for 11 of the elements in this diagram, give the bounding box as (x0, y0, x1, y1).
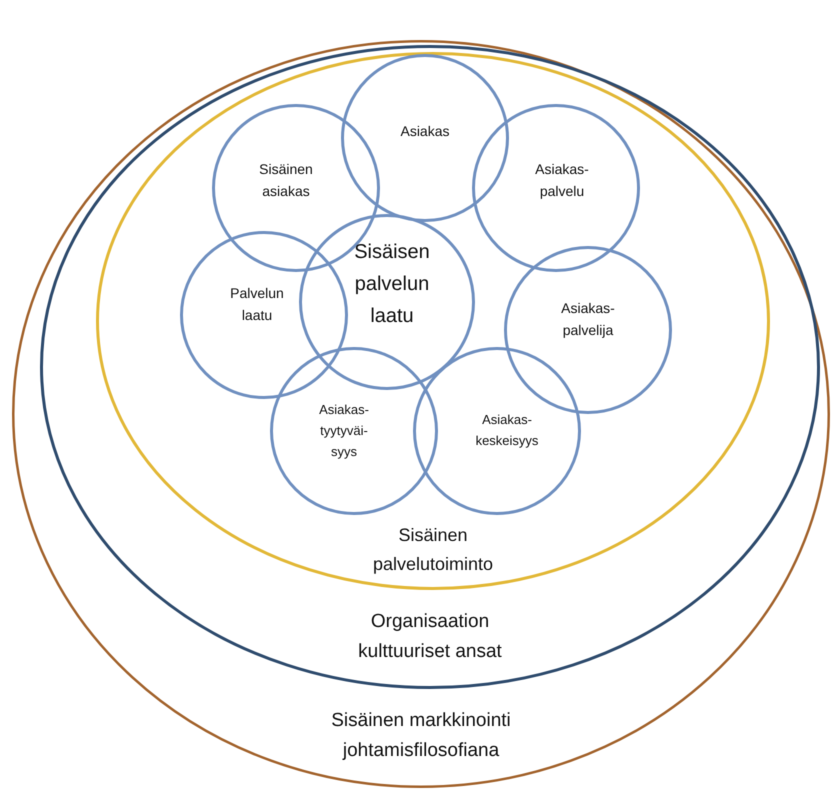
circle-label: Sisäisen palvelun laatu (353, 240, 431, 329)
circle-label: Asiakas- palvelija (560, 299, 616, 340)
circle-label: Asiakas- keskeisyys (474, 411, 540, 450)
circle-label: Asiakas- palvelu (534, 160, 590, 202)
circle-label: Sisäinen palvelutoiminto (372, 524, 494, 576)
circle-label: Sisäinen markkinointi johtamisfilosofiana (330, 709, 512, 764)
circle-label: Asiakas- tyytyväi- syys (318, 401, 370, 461)
circle-label: Asiakas (399, 122, 451, 141)
circle-label: Palvelun laatu (229, 284, 285, 326)
circle-label: Sisäinen asiakas (258, 160, 314, 202)
circle-label: Organisaation kulttuuriset ansat (357, 610, 503, 664)
